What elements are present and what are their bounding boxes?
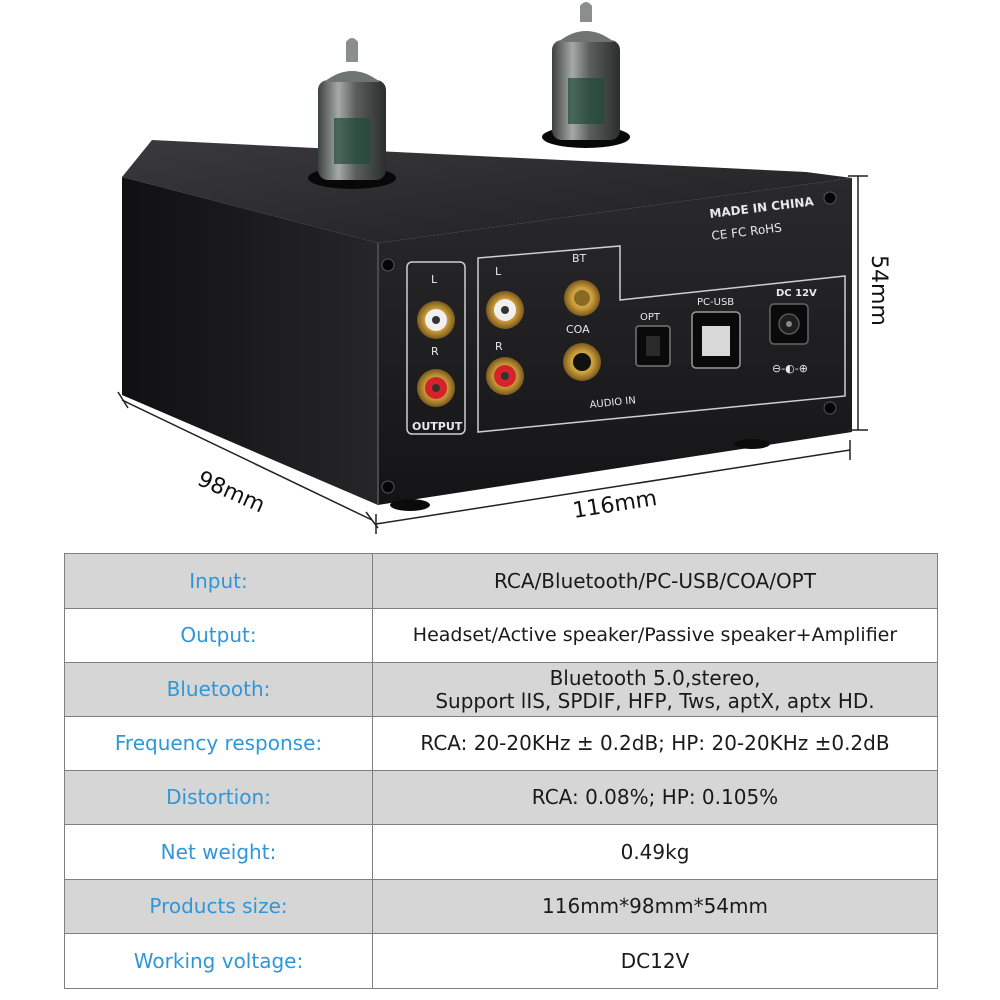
coa-label: COA [566,323,590,336]
audio-in-group-outline [477,245,846,433]
dimension-height: 54mm [848,175,891,431]
screw [823,401,837,415]
spec-table-body: Input: RCA/Bluetooth/PC-USB/COA/OPT Outp… [64,553,938,989]
chassis-front [378,178,852,505]
spec-value: Headset/Active speaker/Passive speaker+A… [372,608,938,663]
spec-value-line: RCA: 0.08%; HP: 0.105% [531,785,779,809]
audio-in-label: AUDIO IN [589,395,636,411]
spec-value: DC12V [372,933,938,989]
spec-value-line: 116mm*98mm*54mm [542,894,768,918]
spec-value-line: DC12V [620,948,690,973]
spec-label: Working voltage: [64,933,373,989]
spec-value: 0.49kg [372,824,938,880]
screw [823,191,837,205]
opt-label: OPT [640,312,661,323]
output-label: OUTPUT [412,420,463,433]
spec-value: RCA: 20-20KHz ± 0.2dB; HP: 20-20KHz ±0.2… [372,716,938,771]
spec-label: Input: [64,553,373,609]
depth-label: 98mm [194,467,269,519]
spec-value-line: 0.49kg [620,839,690,864]
table-row: Distortion: RCA: 0.08%; HP: 0.105% [64,770,938,825]
spec-label: Bluetooth: [64,662,373,717]
spec-label: Frequency response: [64,716,373,771]
chassis-top [122,140,852,243]
height-label: 54mm [866,255,891,326]
chassis-left-side [122,177,378,505]
output-left-label: L [431,273,438,286]
spec-value-line: RCA/Bluetooth/PC-USB/COA/OPT [494,568,816,593]
output-group-outline [406,261,466,435]
table-row: Output: Headset/Active speaker/Passive s… [64,608,938,663]
foot [390,499,430,511]
spec-label: Distortion: [64,770,373,825]
dc-polarity-icon: ⊖-◐-⊕ [772,362,808,375]
audio-in-right-label: R [495,340,503,353]
output-right-label: R [431,345,439,358]
spec-table: Input: RCA/Bluetooth/PC-USB/COA/OPT Outp… [64,553,938,989]
vacuum-tube-left [318,38,386,180]
amplifier-chassis [122,140,852,511]
spec-label: Output: [64,608,373,663]
pc-usb-label: PC-USB [697,297,734,308]
spec-value: RCA: 0.08%; HP: 0.105% [372,770,938,825]
table-row: Input: RCA/Bluetooth/PC-USB/COA/OPT [64,553,938,609]
audio-in-left-label: L [495,265,502,278]
table-row: Net weight: 0.49kg [64,824,938,880]
spec-label: Products size: [64,879,373,934]
spec-value-line: Bluetooth 5.0,stereo, [549,665,761,690]
spec-value-line: Headset/Active speaker/Passive speaker+A… [412,624,898,646]
vacuum-tube-right [552,2,620,140]
screw [381,258,395,272]
spec-value: Bluetooth 5.0,stereo, Support lIS, SPDIF… [372,662,938,717]
spec-label: Net weight: [64,824,373,880]
spec-value: 116mm*98mm*54mm [372,879,938,934]
bt-label: BT [572,252,587,265]
product-illustration: MADE IN CHINA CE FC RoHS L R OUTPUT L R … [117,2,891,534]
foot [734,439,770,449]
table-row: Bluetooth: Bluetooth 5.0,stereo, Support… [64,662,938,717]
dc-label: DC 12V [776,288,817,299]
screw [381,480,395,494]
spec-value: RCA/Bluetooth/PC-USB/COA/OPT [372,553,938,609]
table-row: Products size: 116mm*98mm*54mm [64,879,938,934]
spec-value-line: Support lIS, SPDIF, HFP, Tws, aptX, aptx… [435,688,875,713]
table-row: Working voltage: DC12V [64,933,938,989]
table-row: Frequency response: RCA: 20-20KHz ± 0.2d… [64,716,938,771]
spec-value-line: RCA: 20-20KHz ± 0.2dB; HP: 20-20KHz ±0.2… [420,731,890,755]
